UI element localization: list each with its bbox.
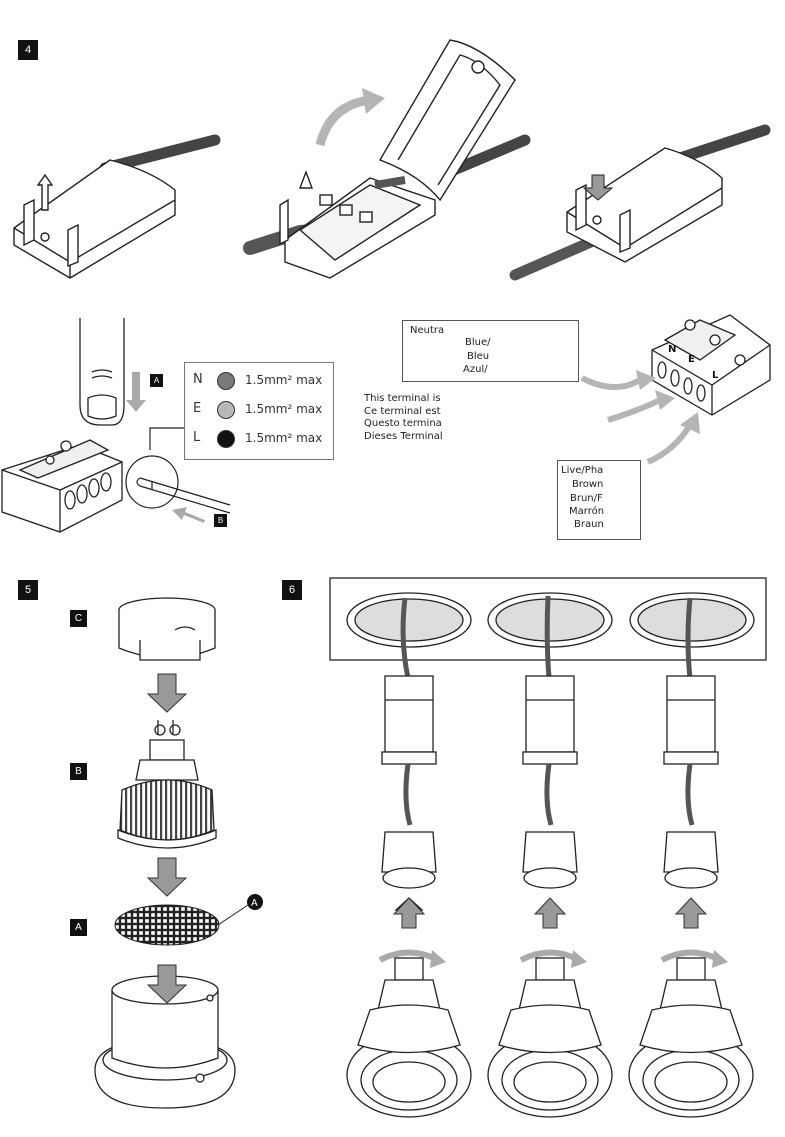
terminal-label-n: N <box>668 344 676 355</box>
fixture-housing <box>94 975 236 1109</box>
wire-detail <box>125 427 231 514</box>
spec-size: 1.5mm² max <box>245 402 323 416</box>
live-line-4: Marrón <box>569 506 605 517</box>
note-line-4: Dieses Terminal <box>364 430 442 442</box>
arrow-c-to-b <box>146 673 188 713</box>
callout-a-circle-bg <box>247 894 263 910</box>
neutral-line-4: Azul/ <box>463 364 488 375</box>
callout-a-finger: A <box>150 374 163 387</box>
live-arrow-head <box>680 412 700 434</box>
neutral-color-dot <box>217 372 235 390</box>
spec-row-e: E 1.5mm² max <box>185 398 333 422</box>
step4-open-arrow-head <box>362 88 385 114</box>
spec-letter: N <box>193 372 203 387</box>
step-4-badge: 4 <box>18 40 38 60</box>
step-6-badge: 6 <box>282 580 302 600</box>
driver-unit-3 <box>663 597 719 889</box>
honeycomb-louvre <box>114 904 220 946</box>
step4-open-junction-box <box>243 39 531 279</box>
callout-a-circle-text: A <box>251 898 258 909</box>
driver-unit-2 <box>522 595 578 889</box>
finger-illustration <box>79 318 125 426</box>
push-up-arrow-3 <box>674 897 708 929</box>
lamp-assembly-1 <box>346 949 472 1118</box>
earth-color-dot <box>217 401 235 419</box>
terminal-block-left <box>1 439 123 533</box>
live-arrow <box>646 423 693 465</box>
terminal-label-e: E <box>688 354 695 365</box>
step4-closed-junction-box-right <box>509 124 771 281</box>
step4-press-down-arrow <box>582 174 614 201</box>
note-line-1: This terminal is f <box>364 393 442 404</box>
neutral-arrow <box>580 375 642 390</box>
note-line-2: Ce terminal est <box>364 405 441 417</box>
neutral-arrow-head <box>636 370 656 390</box>
neutral-line-2: Blue/ <box>465 337 491 348</box>
spec-letter: L <box>193 430 201 445</box>
lamp-assembly-2 <box>487 949 613 1118</box>
lamp-assembly-3 <box>628 949 754 1118</box>
callout-b-lamp: B <box>70 763 87 780</box>
earth-arrow <box>607 397 662 423</box>
spec-size: 1.5mm² max <box>245 431 323 445</box>
push-up-arrow-1 <box>392 897 426 929</box>
live-line-1: Live/Pha <box>561 465 604 476</box>
spec-row-n: N 1.5mm² max <box>185 369 333 393</box>
push-up-arrow-2 <box>533 897 567 929</box>
live-text-box: Live/Pha Brown Brun/F Marrón Braun <box>557 460 641 540</box>
spec-letter: E <box>193 401 202 416</box>
clip-c-illustration <box>118 597 216 661</box>
live-line-3: Brun/F <box>570 493 603 504</box>
arrow-b-to-a <box>146 857 188 897</box>
step-5-badge: 5 <box>18 580 38 600</box>
neutral-line-1: Neutra <box>410 325 445 336</box>
wire-insert-arrow <box>172 507 205 523</box>
note-line-3: Questo termina <box>364 418 442 429</box>
spec-row-l: L 1.5mm² max <box>185 427 333 451</box>
lamp-b-illustration <box>117 720 217 849</box>
neutral-line-3: Bleu <box>467 351 490 362</box>
wire-spec-box: N 1.5mm² max E 1.5mm² max L 1.5mm² max <box>184 362 334 460</box>
terminal-note: This terminal is f Ce terminal est Quest… <box>364 393 442 443</box>
step4-open-arrow <box>315 95 371 147</box>
honeycomb-leader <box>217 904 249 926</box>
callout-a-honeycomb: A <box>70 919 87 936</box>
finger-press-arrow <box>126 372 146 412</box>
terminal-label-l: L <box>712 370 719 381</box>
live-line-5: Braun <box>574 519 604 530</box>
live-line-2: Brown <box>572 479 604 490</box>
earth-arrow-head <box>655 390 675 410</box>
step4-closed-junction-box-left <box>13 134 221 279</box>
spec-size: 1.5mm² max <box>245 373 323 387</box>
callout-b-wire: B <box>214 514 227 527</box>
neutral-text-box: Neutra Blue/ Bleu Azul/ <box>402 320 579 382</box>
live-color-dot <box>217 430 235 448</box>
arrow-a-to-housing <box>146 964 188 1004</box>
callout-c-clip: C <box>70 610 87 627</box>
